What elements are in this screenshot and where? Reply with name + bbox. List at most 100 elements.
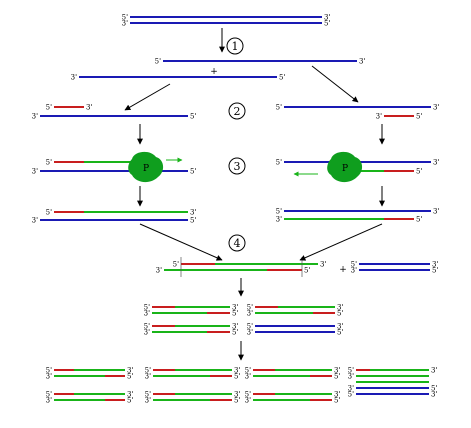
polymerase-enzyme (327, 151, 363, 183)
step-number-label: 3 (234, 160, 241, 173)
converge-arrow-left (139, 223, 223, 261)
process-arrows (124, 28, 385, 361)
three-prime-label: 3' (433, 208, 439, 216)
three-prime-label: 3' (348, 385, 354, 393)
five-prime-label: 5' (234, 397, 240, 405)
polymerase-label: P (143, 164, 149, 174)
five-prime-label: 5' (145, 391, 151, 399)
three-prime-label: 3' (431, 367, 437, 375)
converge-arrow-right (299, 223, 383, 261)
three-prime-label: 3' (46, 397, 52, 405)
five-prime-label: 5' (276, 208, 282, 216)
three-prime-label: 3' (71, 74, 77, 82)
three-prime-label: 3' (32, 168, 38, 176)
five-prime-label: 5' (279, 74, 285, 82)
five-prime-label: 5' (334, 397, 340, 405)
polymerase-label: P (342, 164, 348, 174)
five-prime-label: 5' (46, 209, 52, 217)
three-prime-label: 3' (145, 397, 151, 405)
five-prime-label: 5' (122, 14, 128, 22)
three-prime-label: 3' (348, 373, 354, 381)
three-prime-label: 3' (245, 373, 251, 381)
five-prime-label: 5' (46, 391, 52, 399)
five-prime-label: 5' (431, 385, 437, 393)
three-prime-label: 3' (276, 216, 282, 224)
three-prime-label: 3' (334, 391, 340, 399)
five-prime-label: 5' (46, 367, 52, 375)
five-prime-label: 5' (247, 323, 253, 331)
three-prime-label: 3' (32, 217, 38, 225)
three-prime-label: 3' (334, 367, 340, 375)
step-number-label: 4 (234, 237, 241, 250)
five-prime-label: 5' (144, 304, 150, 312)
step-circle (228, 102, 246, 120)
three-prime-label: 3' (46, 373, 52, 381)
three-prime-label: 3' (144, 329, 150, 337)
three-prime-label: 3' (433, 104, 439, 112)
five-prime-label: 5' (324, 20, 330, 28)
three-prime-label: 3' (190, 209, 196, 217)
five-prime-label: 5' (232, 310, 238, 318)
step-circle (226, 37, 244, 55)
three-prime-label: 3' (337, 304, 343, 312)
five-prime-label: 5' (348, 367, 354, 375)
three-prime-label: 3' (320, 261, 326, 269)
strand-end-labels: 5'3'3'5'5'3'+3'5'5'3'3'5'5'3'3'5'5'3'5'5… (32, 14, 440, 405)
five-prime-label: 5' (173, 261, 179, 269)
five-prime-label: 5' (276, 159, 282, 167)
plus-sign: + (339, 265, 347, 275)
five-prime-label: 5' (190, 113, 196, 121)
three-prime-label: 3' (431, 391, 437, 399)
step-markers: 1 2 3 4 (226, 37, 246, 252)
five-prime-label: 5' (348, 391, 354, 399)
polymerase-enzyme (128, 151, 164, 183)
five-prime-label: 5' (334, 373, 340, 381)
three-prime-label: 3' (234, 391, 240, 399)
step-number-label: 1 (232, 40, 239, 53)
five-prime-label: 5' (127, 373, 133, 381)
five-prime-label: 5' (155, 58, 161, 66)
three-prime-label: 3' (127, 391, 133, 399)
three-prime-label: 3' (156, 267, 162, 275)
five-prime-label: 5' (127, 397, 133, 405)
five-prime-label: 5' (337, 310, 343, 318)
five-prime-label: 5' (46, 159, 52, 167)
five-prime-label: 5' (190, 168, 196, 176)
five-prime-label: 5' (232, 329, 238, 337)
three-prime-label: 3' (232, 323, 238, 331)
five-prime-label: 5' (416, 113, 422, 121)
five-prime-label: 5' (416, 168, 422, 176)
five-prime-label: 5' (145, 367, 151, 375)
step-circle (228, 157, 246, 175)
three-prime-label: 3' (145, 373, 151, 381)
five-prime-label: 5' (245, 367, 251, 375)
three-prime-label: 3' (247, 310, 253, 318)
step-circle (228, 234, 246, 252)
five-prime-label: 5' (432, 267, 438, 275)
five-prime-label: 5' (46, 104, 52, 112)
plus-sign: + (210, 67, 218, 77)
five-prime-label: 5' (144, 323, 150, 331)
three-prime-label: 3' (144, 310, 150, 318)
five-prime-label: 5' (276, 104, 282, 112)
three-prime-label: 3' (127, 367, 133, 375)
split-arrow-right (311, 65, 359, 103)
five-prime-label: 5' (190, 217, 196, 225)
three-prime-label: 3' (232, 304, 238, 312)
three-prime-label: 3' (86, 104, 92, 112)
step-number-label: 2 (234, 105, 241, 118)
split-arrow-left (124, 83, 171, 111)
three-prime-label: 3' (245, 397, 251, 405)
dna-strands (40, 16, 431, 401)
three-prime-label: 3' (433, 159, 439, 167)
five-prime-label: 5' (234, 373, 240, 381)
five-prime-label: 5' (245, 391, 251, 399)
three-prime-label: 3' (432, 261, 438, 269)
five-prime-label: 5' (337, 329, 343, 337)
three-prime-label: 3' (32, 113, 38, 121)
five-prime-label: 5' (304, 267, 310, 275)
five-prime-label: 5' (416, 216, 422, 224)
five-prime-label: 5' (247, 304, 253, 312)
